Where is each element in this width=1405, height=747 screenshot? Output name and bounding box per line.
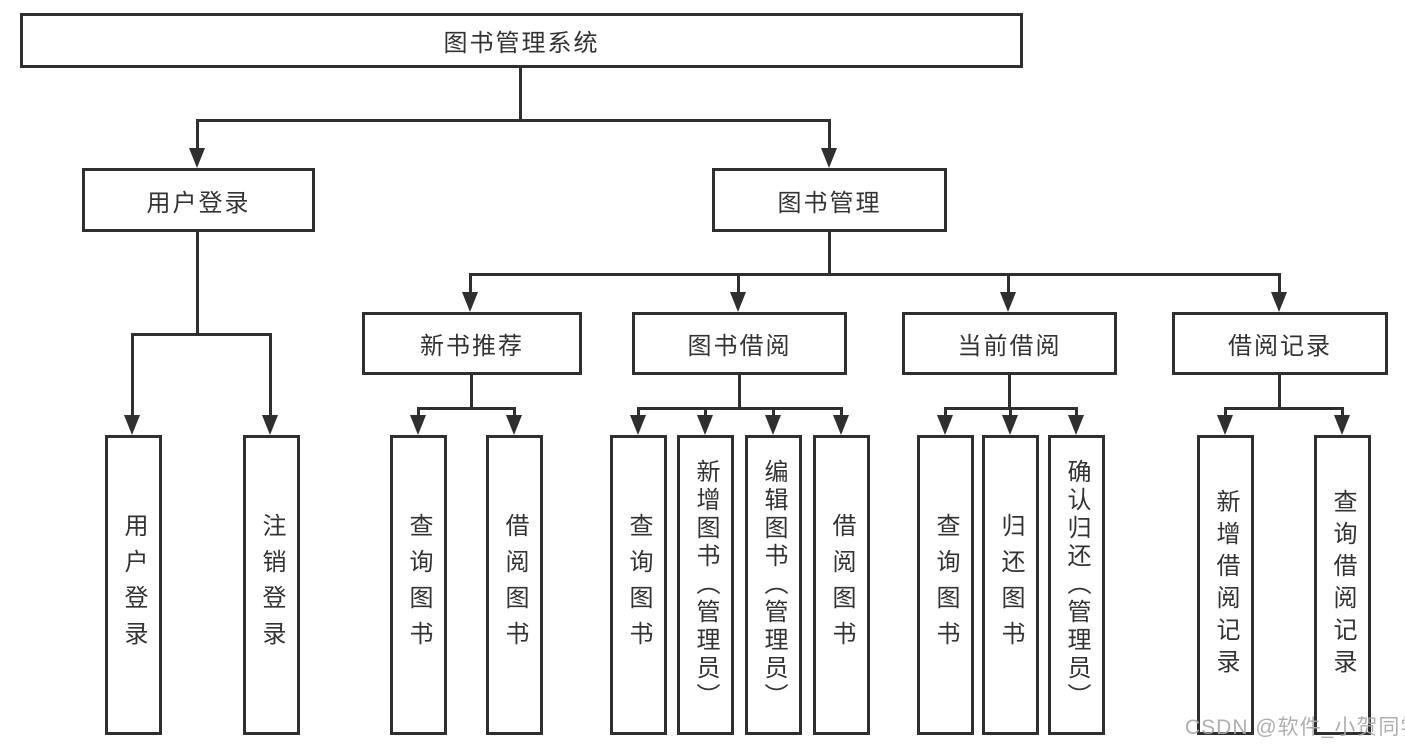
connector-login-rail — [131, 333, 272, 336]
leaf-query-books-borrow-label: 查询图书 — [625, 513, 652, 657]
arrow-down-icon — [506, 415, 522, 435]
connector-recommend-rail — [417, 407, 516, 410]
leaf-query-books-current-label: 查询图书 — [932, 513, 959, 657]
arrow-down-icon — [1000, 292, 1016, 312]
leaf-user-login-label: 用户登录 — [120, 513, 147, 657]
node-current-borrow-label: 当前借阅 — [957, 333, 1062, 360]
connector-current-drop-3 — [1075, 407, 1078, 417]
arrow-down-icon — [262, 415, 278, 435]
arrow-down-icon — [1334, 415, 1350, 435]
connector-records-drop-2 — [1341, 407, 1344, 417]
leaf-borrow-book: 借阅图书 — [813, 435, 870, 735]
node-current-borrow: 当前借阅 — [902, 312, 1117, 375]
connector-borrow-stem — [738, 375, 741, 410]
arrow-down-icon — [462, 292, 478, 312]
connector-recommend-stem — [470, 375, 473, 410]
leaf-add-book-admin: 新增图书（管理员） — [677, 435, 734, 735]
arrow-down-icon — [630, 415, 646, 435]
connector-recommend-drop-1 — [417, 407, 420, 417]
connector-borrow-drop-3 — [772, 407, 775, 417]
leaf-borrow-books-recommend: 借阅图书 — [486, 435, 543, 735]
arrow-down-icon — [765, 415, 781, 435]
leaf-borrow-books-recommend-label: 借阅图书 — [501, 513, 528, 657]
connector-borrow-drop-4 — [840, 407, 843, 417]
leaf-add-borrow-record-label: 新增借阅记录 — [1212, 489, 1239, 681]
leaf-return-book-label: 归还图书 — [997, 513, 1024, 657]
arrow-down-icon — [189, 148, 205, 168]
node-new-book-recommend: 新书推荐 — [362, 312, 582, 375]
connector-records-drop-1 — [1224, 407, 1227, 417]
connector-current-drop-2 — [1009, 407, 1012, 417]
connector-login-stem — [196, 232, 199, 336]
node-book-management-label: 图书管理 — [777, 189, 882, 217]
arrow-down-icon — [697, 415, 713, 435]
connector-mgmt-rail — [469, 273, 1281, 276]
connector-root-stem — [519, 68, 522, 120]
node-borrow-records: 借阅记录 — [1172, 312, 1388, 375]
connector-root-rail — [196, 119, 831, 122]
connector-root-drop-right — [828, 119, 831, 151]
connector-current-stem — [1008, 375, 1011, 410]
leaf-logout: 注销登录 — [243, 435, 300, 735]
leaf-edit-book-admin: 编辑图书（管理员） — [745, 435, 802, 735]
leaf-confirm-return-admin-label: 确认归还（管理员） — [1063, 459, 1090, 711]
leaf-return-book: 归还图书 — [982, 435, 1039, 735]
connector-root-drop-left — [196, 119, 199, 151]
arrow-down-icon — [124, 415, 140, 435]
connector-borrow-rail — [637, 407, 842, 410]
connector-borrow-drop-1 — [637, 407, 640, 417]
connector-records-rail — [1224, 407, 1343, 410]
connector-login-drop-2 — [269, 333, 272, 417]
connector-recommend-drop-2 — [513, 407, 516, 417]
csdn-watermark: CSDN @软件_小贺同学 — [1185, 716, 1405, 739]
arrow-down-icon — [410, 415, 426, 435]
node-library-system: 图书管理系统 — [20, 13, 1023, 68]
connector-current-drop-1 — [944, 407, 947, 417]
leaf-borrow-book-label: 借阅图书 — [828, 513, 855, 657]
connector-mgmt-drop-1 — [469, 273, 472, 294]
connector-mgmt-drop-3 — [1007, 273, 1010, 294]
arrow-down-icon — [833, 415, 849, 435]
node-user-login: 用户登录 — [82, 168, 315, 232]
leaf-query-borrow-record: 查询借阅记录 — [1314, 435, 1371, 735]
leaf-logout-label: 注销登录 — [258, 513, 285, 657]
leaf-query-borrow-record-label: 查询借阅记录 — [1329, 489, 1356, 681]
connector-records-stem — [1278, 375, 1281, 410]
leaf-edit-book-admin-label: 编辑图书（管理员） — [760, 459, 787, 711]
connector-mgmt-drop-4 — [1278, 273, 1281, 294]
arrow-down-icon — [1217, 415, 1233, 435]
node-book-borrow-label: 图书借阅 — [687, 333, 792, 360]
leaf-add-borrow-record: 新增借阅记录 — [1197, 435, 1254, 735]
leaf-query-books-recommend: 查询图书 — [390, 435, 447, 735]
node-borrow-records-label: 借阅记录 — [1228, 333, 1332, 360]
node-book-borrow: 图书借阅 — [632, 312, 847, 375]
leaf-query-books-current: 查询图书 — [917, 435, 974, 735]
arrow-down-icon — [1002, 415, 1018, 435]
leaf-query-books-borrow: 查询图书 — [610, 435, 667, 735]
arrow-down-icon — [821, 148, 837, 168]
node-user-login-label: 用户登录 — [146, 189, 251, 217]
node-book-management: 图书管理 — [712, 168, 947, 232]
leaf-query-books-recommend-label: 查询图书 — [405, 513, 432, 657]
arrow-down-icon — [730, 292, 746, 312]
connector-borrow-drop-2 — [704, 407, 707, 417]
leaf-add-book-admin-label: 新增图书（管理员） — [692, 459, 719, 711]
arrow-down-icon — [937, 415, 953, 435]
connector-login-drop-1 — [131, 333, 134, 417]
connector-mgmt-stem — [828, 232, 831, 276]
arrow-down-icon — [1271, 292, 1287, 312]
connector-mgmt-drop-2 — [737, 273, 740, 294]
leaf-confirm-return-admin: 确认归还（管理员） — [1048, 435, 1105, 735]
node-new-book-recommend-label: 新书推荐 — [420, 333, 524, 360]
arrow-down-icon — [1068, 415, 1084, 435]
leaf-user-login: 用户登录 — [105, 435, 162, 735]
node-library-system-label: 图书管理系统 — [443, 30, 600, 57]
